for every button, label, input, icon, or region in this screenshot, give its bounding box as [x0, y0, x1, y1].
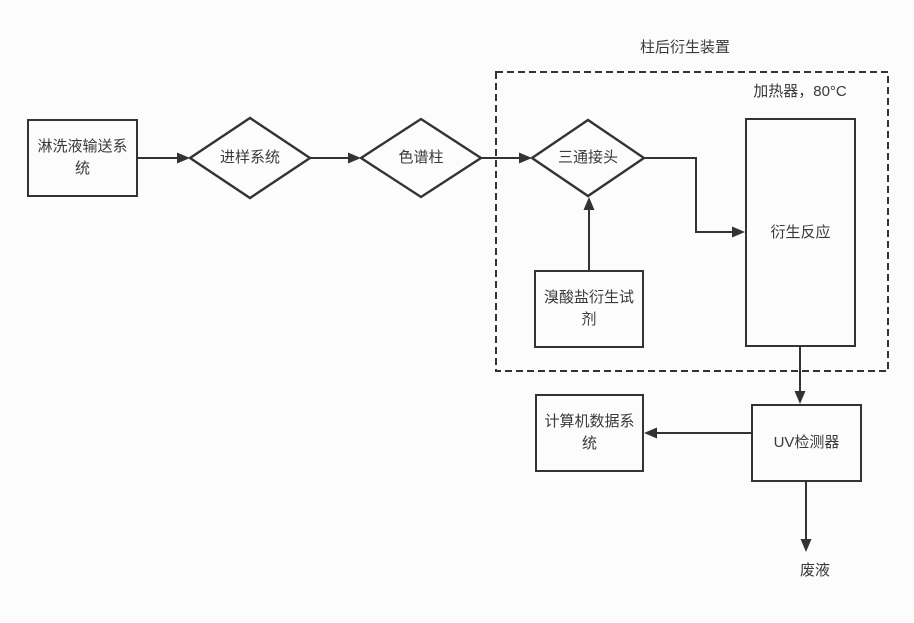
waste-label: 废液: [799, 562, 830, 579]
column-label: 色谱柱: [398, 149, 444, 166]
tee-joint-label: 三通接头: [557, 149, 618, 166]
arrow-column-to-tee-head: [519, 152, 532, 164]
post-column-group-border: [495, 71, 889, 372]
bromate-reagent-box: 溴酸盐衍生试剂: [534, 270, 644, 348]
arrow-eluent-to-injection-head: [177, 152, 190, 164]
arrow-uv-to-waste-head: [800, 539, 812, 552]
arrow-uv-to-computer-head: [644, 427, 657, 439]
computer-data-system-box: 计算机数据系统: [535, 394, 644, 472]
arrow-injection-to-column-head: [348, 152, 361, 164]
injection-system-label: 进样系统: [219, 149, 280, 166]
tee-joint-diamond: [529, 118, 647, 198]
injection-system-diamond: [187, 116, 313, 200]
heater-label: 加热器，80°C: [753, 83, 847, 100]
post-column-group-title: 柱后衍生装置: [639, 39, 730, 56]
arrow-reagent-to-tee-head: [583, 197, 595, 210]
uv-detector-box: UV检测器: [751, 404, 862, 482]
arrow-tee-to-reaction-head: [732, 226, 745, 238]
column-diamond: [358, 117, 484, 199]
eluent-system-box: 淋洗液输送系统: [27, 119, 138, 197]
derivatization-reaction-box: 衍生反应: [745, 118, 856, 347]
arrow-tee-to-reaction-line: [644, 157, 733, 233]
arrow-reaction-to-uv-head: [794, 391, 806, 404]
